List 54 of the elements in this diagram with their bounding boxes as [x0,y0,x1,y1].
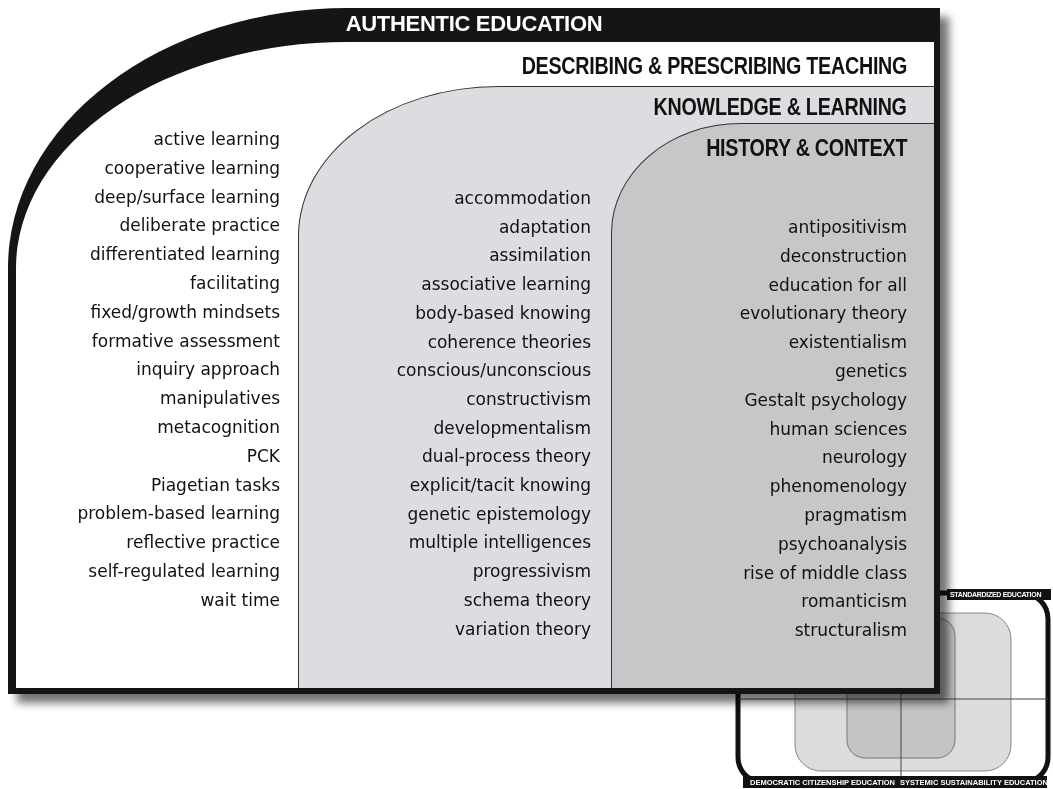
term-text: existentialism [787,332,907,353]
term-text: antipositivism [787,217,907,237]
term-text: structuralism [793,620,907,641]
term-text: psychoanalysis [776,533,907,554]
term-text: constructivism [465,388,591,409]
term-text: formative assessment [90,330,280,351]
term-text: progressivism [471,561,591,582]
nested-band [611,123,934,688]
term-text: wait time [199,589,280,610]
band-heading: DESCRIBING & PRESCRIBING TEACHING [521,52,907,80]
term-text: phenomenology [768,476,907,497]
term-text: rise of middle class [742,562,907,583]
term-text: evolutionary theory [738,303,907,324]
term-text: PCK [245,445,280,466]
term-text: genetics [833,361,907,381]
term-text: explicit/tacit knowing [408,475,591,495]
term-text: facilitating [189,273,280,293]
term-text: differentiated learning [89,244,280,265]
term-text: genetic epistemology [406,503,591,524]
term-text: neurology [821,447,907,468]
term-text: fixed/growth mindsets [89,301,280,322]
band-heading: HISTORY & CONTEXT [705,134,907,162]
term-text: Gestalt psychology [743,389,907,410]
term-text: inquiry approach [135,359,280,380]
term-text: active learning [152,129,280,149]
term-text: human sciences [768,418,907,439]
term-text: problem-based learning [76,503,280,524]
nested-band [298,86,934,688]
term-text: romanticism [800,591,907,612]
banner-heading: AUTHENTIC EDUCATION [344,11,604,37]
term-text: developmentalism [432,417,591,438]
term-text: associative learning [420,274,591,295]
term-text: schema theory [462,589,591,610]
term-text: deconstruction [779,245,907,266]
term-text: metacognition [156,417,280,437]
term-text: deep/surface learning [93,186,280,207]
term-text: deliberate practice [118,215,280,236]
term-text: variation theory [454,618,591,639]
term-text: multiple intelligences [407,532,591,553]
term-text: accommodation [453,188,591,208]
term-text: dual-process theory [421,446,591,467]
band-heading: KNOWLEDGE & LEARNING [653,93,907,121]
term-text: pragmatism [803,505,907,525]
term-text: assimilation [488,245,591,266]
term-text: Piagetian tasks [150,474,280,495]
term-text: manipulatives [159,388,280,409]
term-text: education for all [767,274,907,295]
term-text: cooperative learning [103,157,280,178]
term-text: adaptation [497,216,591,237]
term-text: self-regulated learning [87,561,280,581]
term-text: reflective practice [125,532,280,553]
term-text: coherence theories [426,331,591,352]
term-text: conscious/unconscious [395,360,591,381]
term-text: body-based knowing [414,302,591,323]
